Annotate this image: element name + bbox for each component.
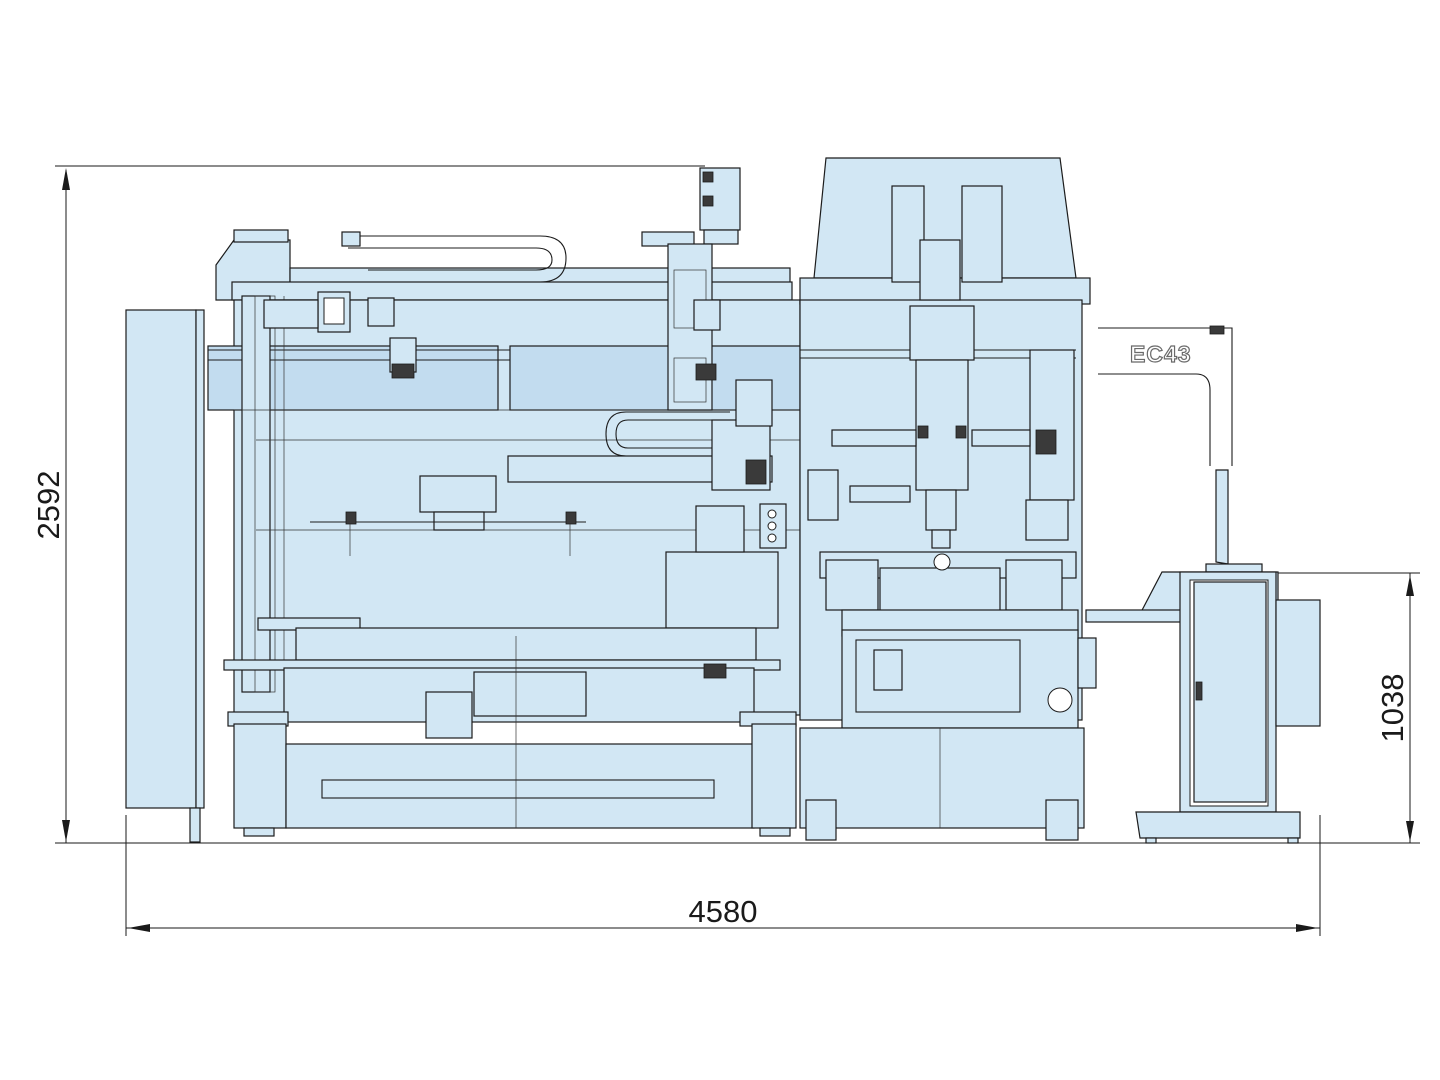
machining-center-enclosure	[799, 157, 1091, 721]
machining-center-base	[799, 727, 1085, 841]
dimension-console-height: 1038	[1278, 572, 1420, 843]
left-base	[227, 636, 797, 837]
cable-chain-top	[341, 231, 695, 283]
transfer-carriage	[667, 243, 721, 411]
dimension-overall-width: 4580	[125, 815, 1321, 936]
pallet-station	[223, 505, 781, 739]
gripper-arm	[507, 379, 787, 549]
dimension-overall-height: 2592	[31, 165, 1420, 844]
x-axis-drive	[263, 291, 417, 379]
vertical-axis-motor	[699, 167, 741, 269]
machine-table	[819, 551, 1097, 729]
work-holder	[310, 475, 586, 556]
width-dimension-label: 4580	[689, 894, 758, 929]
operator-console	[1085, 469, 1321, 844]
safety-fence-panel	[125, 309, 205, 843]
side-cable	[1098, 325, 1233, 466]
console-height-dimension-label: 1038	[1375, 674, 1410, 743]
height-dimension-label: 2592	[31, 471, 66, 540]
model-tag: EC43	[1130, 341, 1192, 367]
